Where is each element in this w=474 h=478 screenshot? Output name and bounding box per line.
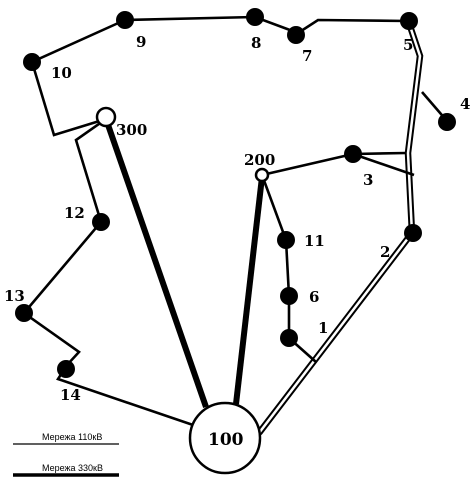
bus-2: [404, 224, 422, 242]
bus-5: [400, 12, 418, 30]
bus-6: [280, 287, 298, 305]
label-8: 8: [251, 34, 261, 52]
bus-13: [15, 304, 33, 322]
bus-3: [344, 145, 362, 163]
label-7: 7: [302, 47, 312, 65]
network-110kv-lines: [22, 15, 448, 428]
double-line-100-2-5-inner: [258, 22, 422, 434]
network-330kv-lines: [103, 118, 265, 408]
line-330-100-300: [103, 118, 209, 408]
label-9: 9: [136, 33, 146, 51]
legend-label-110kv: Мережа 110кВ: [42, 432, 102, 442]
line-330-100-200: [233, 176, 265, 405]
label-11: 11: [304, 232, 325, 250]
label-200: 200: [244, 151, 275, 169]
label-100: 100: [208, 430, 244, 450]
bus-4: [438, 113, 456, 131]
line-200-3: [261, 152, 354, 177]
label-5: 5: [403, 36, 413, 54]
label-3: 3: [363, 171, 373, 189]
bus-11: [277, 231, 295, 249]
legend: Мережа 110кВ Мережа 330кВ: [13, 432, 119, 477]
bus-9: [116, 11, 134, 29]
bus-14: [57, 360, 75, 378]
label-6: 6: [309, 288, 319, 306]
bus-10: [23, 53, 41, 71]
bus-8: [246, 8, 264, 26]
label-14: 14: [60, 386, 81, 404]
legend-label-330kv: Мережа 330кВ: [42, 463, 103, 473]
line-3-corridor-lower: [352, 152, 415, 177]
label-1: 1: [318, 319, 328, 337]
station-200: [254, 167, 270, 183]
double-line-100-2-5-outer: [256, 21, 424, 435]
bus-1: [280, 329, 298, 347]
power-stations: [95, 106, 270, 475]
label-12: 12: [64, 204, 85, 222]
substation-buses: [15, 8, 456, 378]
label-13: 13: [4, 287, 25, 305]
label-2: 2: [380, 243, 390, 261]
double-circuit-lines: [256, 21, 424, 435]
node-labels: 1 2 3 4 5 6 7 8 9 10 11 12 13 14 100 200…: [4, 33, 470, 450]
label-10: 10: [51, 64, 72, 82]
station-300: [95, 106, 117, 128]
label-4: 4: [460, 95, 470, 113]
label-300: 300: [116, 121, 147, 139]
bus-7: [287, 26, 305, 44]
station-100: [188, 401, 262, 475]
bus-12: [92, 213, 110, 231]
